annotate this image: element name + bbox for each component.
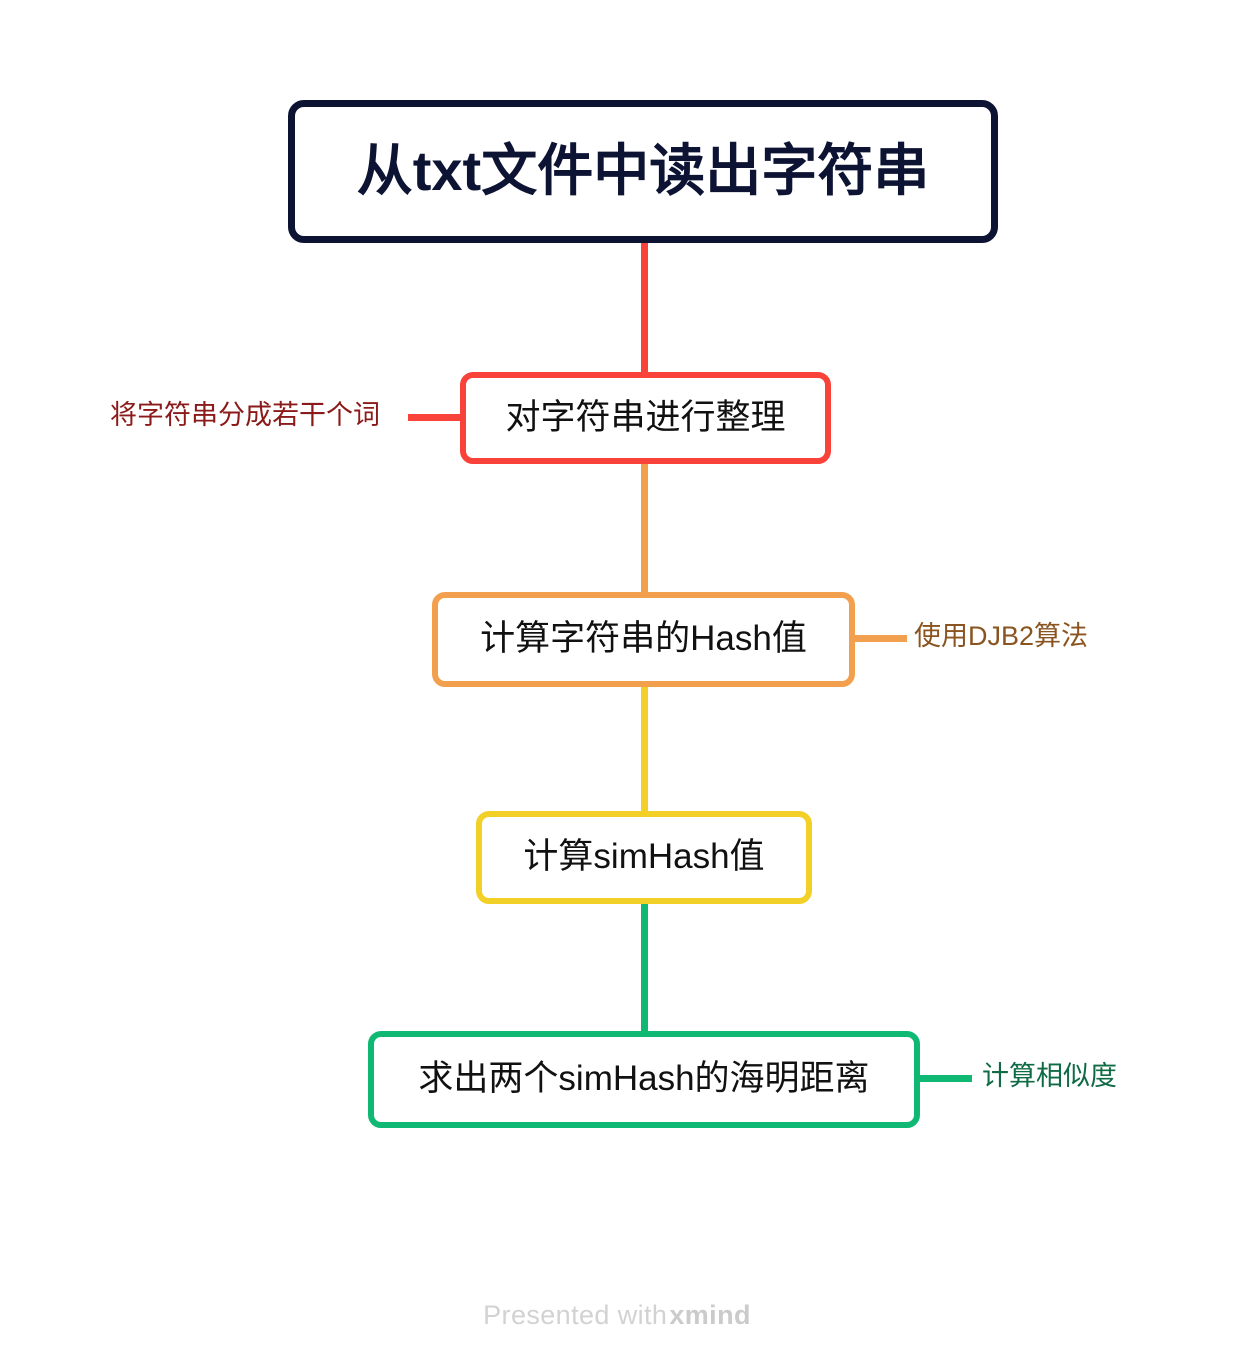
node-root-label: 从txt文件中读出字符串: [356, 139, 930, 203]
watermark-brand: xmind: [669, 1300, 751, 1330]
node-step-1-label: 对字符串进行整理: [505, 397, 786, 437]
watermark: Presented withxmind: [0, 1300, 1234, 1331]
node-step-3-label: 计算simHash值: [523, 837, 765, 877]
callout-stub-step1: [408, 414, 466, 421]
callout-stub-step4: [914, 1075, 972, 1082]
node-step-2[interactable]: 计算字符串的Hash值: [432, 592, 855, 687]
node-step-3[interactable]: 计算simHash值: [476, 811, 812, 904]
node-step-1[interactable]: 对字符串进行整理: [460, 372, 831, 464]
node-step-2-label: 计算字符串的Hash值: [480, 619, 807, 659]
connector-step3-to-step4: [641, 898, 648, 1037]
node-step-4-label: 求出两个simHash的海明距离: [418, 1059, 870, 1099]
connector-step2-to-step3: [641, 681, 648, 817]
callout-step-2[interactable]: 使用DJB2算法: [914, 621, 1089, 651]
connector-step1-to-step2: [641, 458, 648, 598]
node-root[interactable]: 从txt文件中读出字符串: [288, 100, 998, 243]
watermark-prefix: Presented with: [483, 1300, 668, 1330]
callout-step-1[interactable]: 将字符串分成若干个词: [110, 400, 380, 430]
callout-stub-step2: [849, 635, 907, 642]
callout-step-4[interactable]: 计算相似度: [982, 1061, 1117, 1091]
node-step-4[interactable]: 求出两个simHash的海明距离: [368, 1031, 920, 1128]
connector-root-to-step1: [641, 238, 648, 378]
